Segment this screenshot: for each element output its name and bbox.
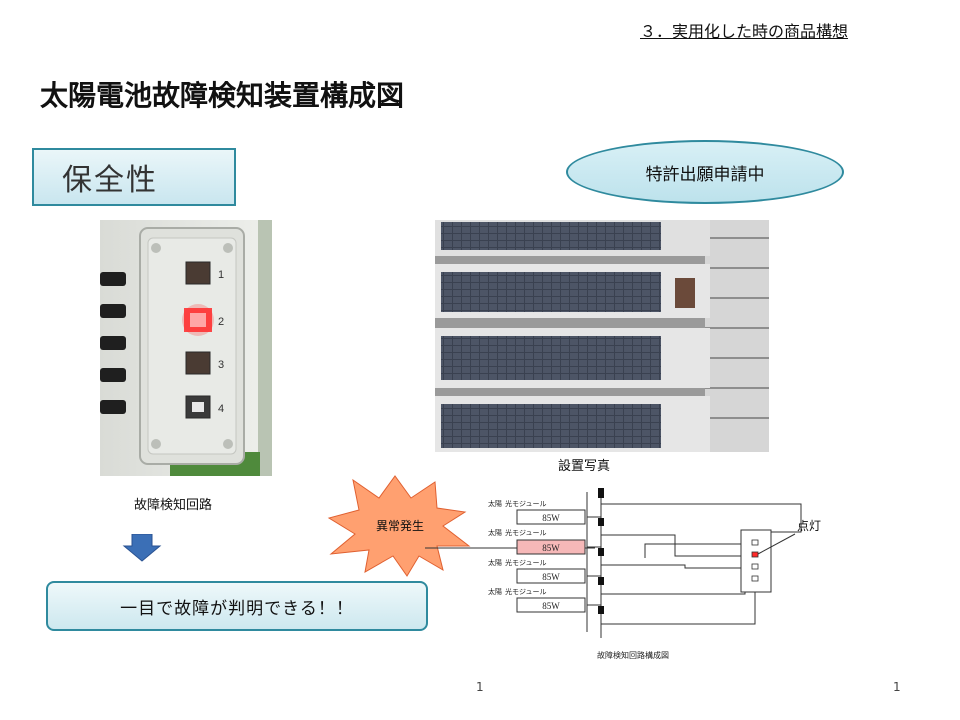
module-suffix-2: 光モジュール xyxy=(505,528,547,537)
module-suffix-3: 光モジュール xyxy=(505,558,547,567)
page-title: 太陽電池故障検知装置構成図 xyxy=(40,79,405,112)
installation-caption: 設置写真 xyxy=(558,459,611,474)
cable-glands xyxy=(100,272,126,414)
module-rating-1: 85W xyxy=(542,513,560,523)
page-number-left: 1 xyxy=(476,680,484,694)
result-message-box: 一目で故障が判明できる！！ xyxy=(46,581,428,631)
arrow-down-icon xyxy=(122,533,162,566)
device-caption: 故障検知回路 xyxy=(134,498,213,513)
module-prefix-3: 太陽 xyxy=(488,558,502,567)
module-rating-3: 85W xyxy=(542,572,560,582)
module-suffix-4: 光モジュール xyxy=(505,587,547,596)
indicator-number-2: 2 xyxy=(218,316,224,328)
circuit-caption: 故障検知回路構成図 xyxy=(597,650,669,660)
patent-status-ellipse: 特許出願申請中 xyxy=(566,140,844,204)
fault-detector-photo: 1 2 3 4 xyxy=(100,220,272,476)
module-prefix-2: 太陽 xyxy=(488,528,502,537)
module-prefix-1: 太陽 xyxy=(488,499,502,508)
section-header: ３．実用化した時の商品構想 xyxy=(640,22,849,41)
indicator-number-3: 3 xyxy=(218,359,224,371)
solar-panel-rows xyxy=(435,220,710,452)
alert-starburst xyxy=(327,475,471,577)
indicator-number-4: 4 xyxy=(218,403,224,415)
installation-photo xyxy=(435,220,769,452)
module-rating-4: 85W xyxy=(542,601,560,611)
indicator-number-1: 1 xyxy=(218,269,224,281)
module-prefix-4: 太陽 xyxy=(488,587,502,596)
alert-label: 異常発生 xyxy=(376,519,424,533)
category-label: 保全性 xyxy=(62,163,158,198)
patent-status-label: 特許出願申請中 xyxy=(645,164,765,185)
result-message: 一目で故障が判明できる！！ xyxy=(120,598,354,619)
page-number-right: 1 xyxy=(893,680,901,694)
lit-label: 点灯 xyxy=(797,519,821,533)
circuit-diagram: 異常発生 太陽 光モジュール 太陽 光モジュール 太陽 光モジュール 太陽 光モ… xyxy=(325,472,845,676)
module-suffix-1: 光モジュール xyxy=(505,499,547,508)
category-label-box: 保全性 xyxy=(32,148,236,206)
module-rating-2: 85W xyxy=(542,543,560,553)
